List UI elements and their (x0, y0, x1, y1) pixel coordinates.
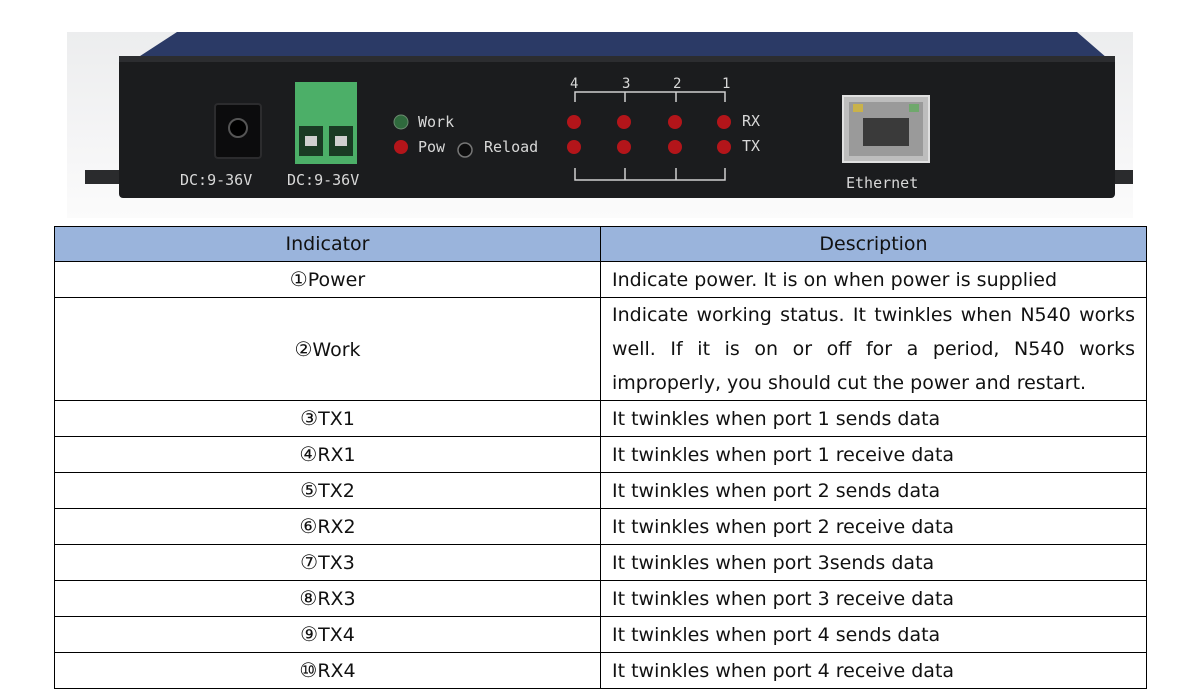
dc-jack-hole (228, 118, 248, 138)
pow-label: Pow (418, 138, 446, 156)
description-cell: It twinkles when port 3sends data (600, 544, 1147, 581)
indicator-cell: ①Power (54, 261, 601, 298)
table-row: ⑨TX4 It twinkles when port 4 sends data (54, 616, 1147, 653)
device-front-panel: DC:9-36V DC:9-36V Work Pow Reload 4 3 2 … (85, 32, 1133, 198)
indicator-name: TX4 (318, 624, 355, 646)
description-cell: It twinkles when port 4 receive data (600, 652, 1147, 689)
terminal-screw-right (335, 136, 347, 146)
table-row: ①Power Indicate power. It is on when pow… (54, 261, 1147, 298)
indicator-cell: ⑦TX3 (54, 544, 601, 581)
indicator-number: ⑦ (300, 550, 319, 574)
description-cell: It twinkles when port 1 sends data (600, 400, 1147, 437)
indicator-cell: ⑩RX4 (54, 652, 601, 689)
dc-jack-label: DC:9-36V (180, 171, 252, 189)
port-number-1: 1 (722, 76, 730, 92)
device-front-panel-photo: DC:9-36V DC:9-36V Work Pow Reload 4 3 2 … (67, 32, 1133, 218)
ethernet-socket (863, 118, 909, 146)
indicator-name: TX1 (318, 408, 355, 430)
tx1-led (717, 140, 731, 154)
indicator-number: ⑤ (300, 478, 319, 502)
indicator-number: ③ (300, 406, 319, 430)
rx4-led (567, 115, 581, 129)
table-row: ⑩RX4 It twinkles when port 4 receive dat… (54, 652, 1147, 689)
rx2-led (668, 115, 682, 129)
indicator-name: TX3 (318, 552, 355, 574)
ethernet-led-right (909, 104, 919, 112)
table-header-row: Indicator Description (54, 226, 1147, 262)
indicator-name: Work (312, 338, 361, 361)
description-cell: It twinkles when port 1 receive data (600, 436, 1147, 473)
bottom-bracket (574, 168, 726, 181)
indicator-name: TX2 (318, 480, 355, 502)
indicator-number: ① (289, 267, 308, 291)
case-top (137, 32, 1107, 58)
tx3-led (617, 140, 631, 154)
indicator-cell: ⑨TX4 (54, 616, 601, 653)
work-led (393, 114, 409, 130)
description-cell: Indicate power. It is on when power is s… (600, 261, 1147, 298)
rx1-led (717, 115, 731, 129)
indicator-name: RX2 (317, 516, 356, 538)
description-cell: It twinkles when port 4 sends data (600, 616, 1147, 653)
indicator-number: ⑩ (299, 658, 318, 682)
indicator-name: RX3 (317, 588, 356, 610)
table-row: ②Work Indicate working status. It twinkl… (54, 297, 1147, 401)
reload-label: Reload (484, 138, 538, 156)
indicator-cell: ⑤TX2 (54, 472, 601, 509)
tx-label: TX (742, 137, 760, 155)
table-row: ⑦TX3 It twinkles when port 3sends data (54, 544, 1147, 581)
indicator-cell: ②Work (54, 297, 601, 401)
tx4-led (567, 140, 581, 154)
description-cell: It twinkles when port 3 receive data (600, 580, 1147, 617)
description-cell: Indicate working status. It twinkles whe… (600, 297, 1147, 401)
table-row: ⑤TX2 It twinkles when port 2 sends data (54, 472, 1147, 509)
rx-label: RX (742, 112, 760, 130)
ethernet-label: Ethernet (846, 174, 918, 192)
indicator-number: ④ (299, 442, 318, 466)
panel-body (119, 56, 1115, 198)
indicator-number: ② (294, 336, 313, 361)
pow-led (394, 140, 408, 154)
port-number-4: 4 (570, 76, 578, 92)
indicator-number: ⑥ (299, 514, 318, 538)
table-row: ⑧RX3 It twinkles when port 3 receive dat… (54, 580, 1147, 617)
table-row: ⑥RX2 It twinkles when port 2 receive dat… (54, 508, 1147, 545)
indicator-cell: ④RX1 (54, 436, 601, 473)
header-description: Description (600, 226, 1147, 262)
tx2-led (668, 140, 682, 154)
terminal-screw-left (305, 136, 317, 146)
rx3-led (617, 115, 631, 129)
indicator-name: RX1 (317, 444, 356, 466)
indicator-number: ⑨ (300, 622, 319, 646)
port-number-2: 2 (673, 76, 681, 92)
indicator-number: ⑧ (299, 586, 318, 610)
panel-edge (119, 56, 1115, 62)
description-cell: It twinkles when port 2 receive data (600, 508, 1147, 545)
indicator-table: Indicator Description ①Power Indicate po… (54, 226, 1147, 689)
table-row: ④RX1 It twinkles when port 1 receive dat… (54, 436, 1147, 473)
indicator-name: Power (307, 269, 366, 291)
indicator-cell: ③TX1 (54, 400, 601, 437)
description-cell: It twinkles when port 2 sends data (600, 472, 1147, 509)
ethernet-led-left (853, 104, 863, 112)
indicator-cell: ⑥RX2 (54, 508, 601, 545)
indicator-cell: ⑧RX3 (54, 580, 601, 617)
header-indicator: Indicator (54, 226, 601, 262)
work-label: Work (418, 113, 454, 131)
reload-button (457, 142, 473, 158)
dc-terminal-label: DC:9-36V (287, 171, 359, 189)
indicator-name: RX4 (317, 660, 356, 682)
top-bracket (574, 91, 726, 102)
left-flange (85, 170, 125, 184)
port-number-3: 3 (622, 76, 630, 92)
table-row: ③TX1 It twinkles when port 1 sends data (54, 400, 1147, 437)
